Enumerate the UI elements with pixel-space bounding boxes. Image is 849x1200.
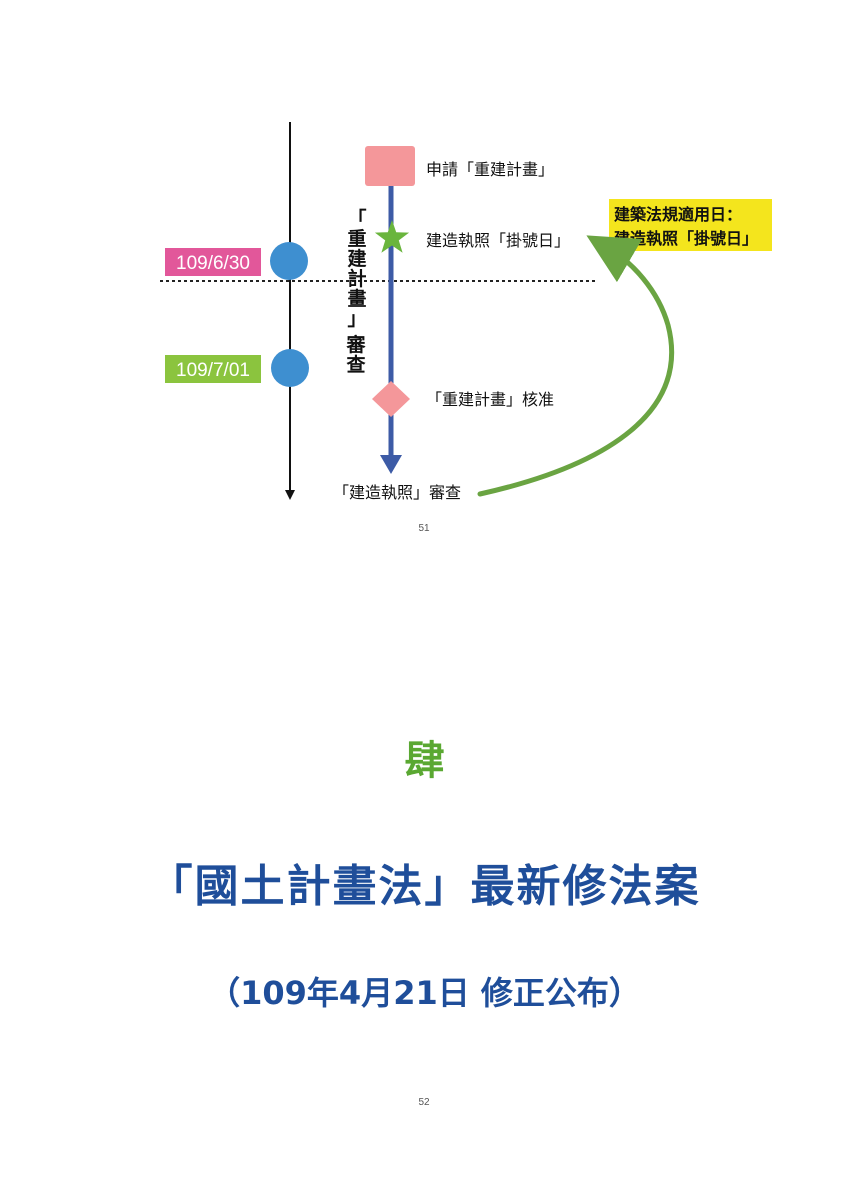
vertical-label-char: 審	[345, 333, 366, 356]
vertical-label-char: 「	[347, 207, 366, 230]
label-filing-day: 建造執照「掛號日」	[426, 231, 570, 250]
filing-star-icon	[374, 220, 410, 253]
page-number-bottom: 52	[418, 1097, 430, 1108]
vertical-label-char: 查	[345, 353, 366, 376]
vertical-label-char: 畫	[347, 287, 366, 310]
label-permit-review: 「建造執照」審查	[333, 483, 461, 502]
vertical-label-char: 重	[347, 228, 366, 250]
curved-arrow	[477, 235, 675, 497]
date-badge-first-text: 109/6/30	[176, 253, 250, 274]
process-flow-arrowhead	[380, 455, 402, 474]
label-approval: 「重建計畫」核准	[426, 390, 554, 409]
timeline-diagram: 109/6/30 109/7/01 申請「重建計畫」 建造執照「掛號日」 「重建…	[160, 122, 772, 502]
label-apply: 申請「重建計畫」	[426, 160, 554, 179]
date-circle-second	[271, 349, 309, 387]
timeline-axis-arrowhead	[285, 490, 295, 500]
section-mark: 肆	[404, 738, 445, 784]
date-badge-second	[165, 355, 261, 383]
section-subtitle: （109年4月21日 修正公布）	[208, 974, 641, 1012]
callout-line1: 建築法規適用日：	[614, 205, 742, 224]
page-number-top: 51	[418, 523, 430, 534]
date-circle-first	[270, 242, 308, 280]
section-title: 「國土計畫法」最新修法案	[148, 861, 701, 912]
date-badge-first	[165, 248, 261, 276]
approval-diamond-node	[372, 381, 410, 417]
vertical-label-review: 「重建計畫」審查	[345, 207, 366, 376]
callout-line2: 建造執照「掛號日」	[614, 229, 758, 248]
vertical-label-char: 計	[347, 267, 366, 290]
vertical-label-char: 建	[347, 247, 366, 270]
date-badge-second-text: 109/7/01	[176, 360, 250, 381]
vertical-label-char: 」	[347, 308, 366, 330]
apply-square-node	[365, 146, 415, 186]
